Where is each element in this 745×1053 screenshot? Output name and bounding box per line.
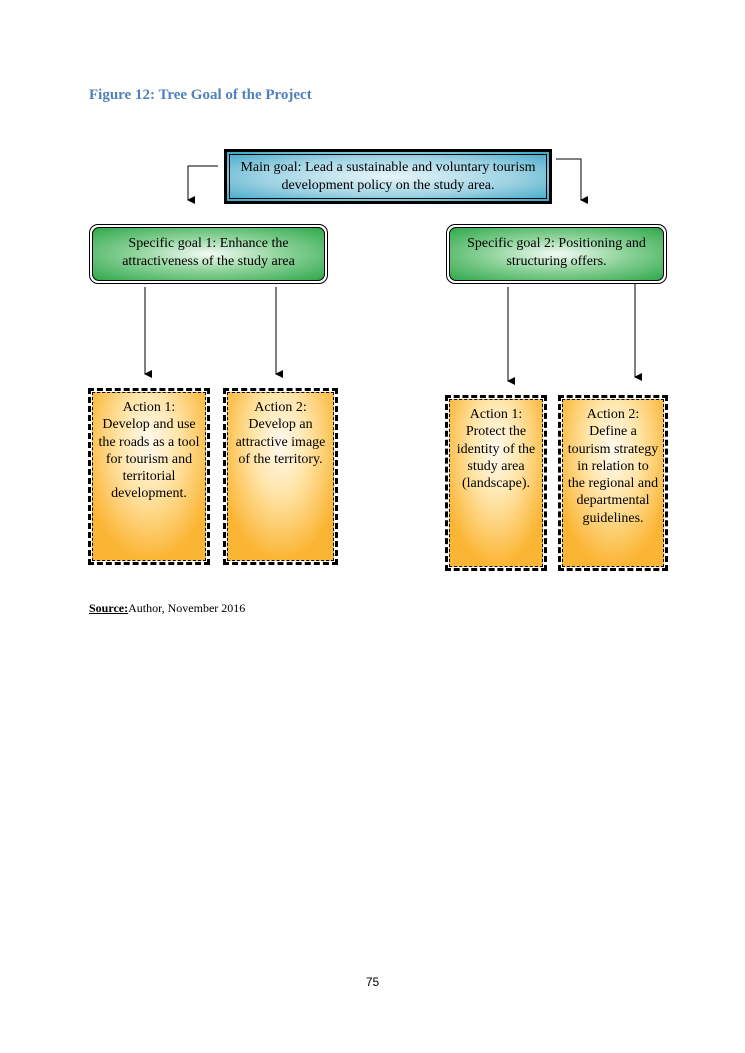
specific-goal-1-text: Specific goal 1: Enhance the attractiven… [122,236,295,269]
goal-2-action-1-label: Action 1: [469,407,523,422]
source-note: Source:Author, November 2016 [89,601,245,616]
connector-main-to-goal-1 [187,165,218,204]
specific-goal-2-box: Specific goal 2: Positioning and structu… [446,224,667,284]
specific-goal-2-text: Specific goal 2: Positioning and structu… [467,236,646,269]
connector-main-to-goal-2 [556,158,588,204]
goal-1-action-2-box: Action 2: Develop an attractive image of… [223,388,338,565]
goal-2-action-2-text: Define a tourism strategy in relation to… [567,424,659,526]
goal-2-action-1-text: Protect the identity of the study area (… [456,424,536,492]
goal-1-action-1-label: Action 1: [122,400,176,415]
goal-1-action-2-label: Action 2: [254,400,307,415]
main-goal-box: Main goal: Lead a sustainable and volunt… [224,149,552,204]
goal-1-action-1-text: Develop and use the roads as a tool for … [98,417,200,502]
page-number: 75 [365,975,380,989]
goal-1-action-1-box: Action 1: Develop and use the roads as a… [88,388,210,565]
source-label: Source: [89,601,129,615]
specific-goal-1-box: Specific goal 1: Enhance the attractiven… [89,224,328,284]
goal-2-action-1-box: Action 1: Protect the identity of the st… [445,395,547,571]
figure-caption: Figure 12: Tree Goal of the Project [89,87,312,103]
goal-1-action-2-text: Develop an attractive image of the terri… [235,417,326,467]
main-goal-text: Main goal: Lead a sustainable and volunt… [240,159,536,193]
goal-2-action-2-label: Action 2: [586,407,640,422]
source-text: Author, November 2016 [128,601,246,615]
goal-2-action-2-box: Action 2: Define a tourism strategy in r… [558,395,668,571]
